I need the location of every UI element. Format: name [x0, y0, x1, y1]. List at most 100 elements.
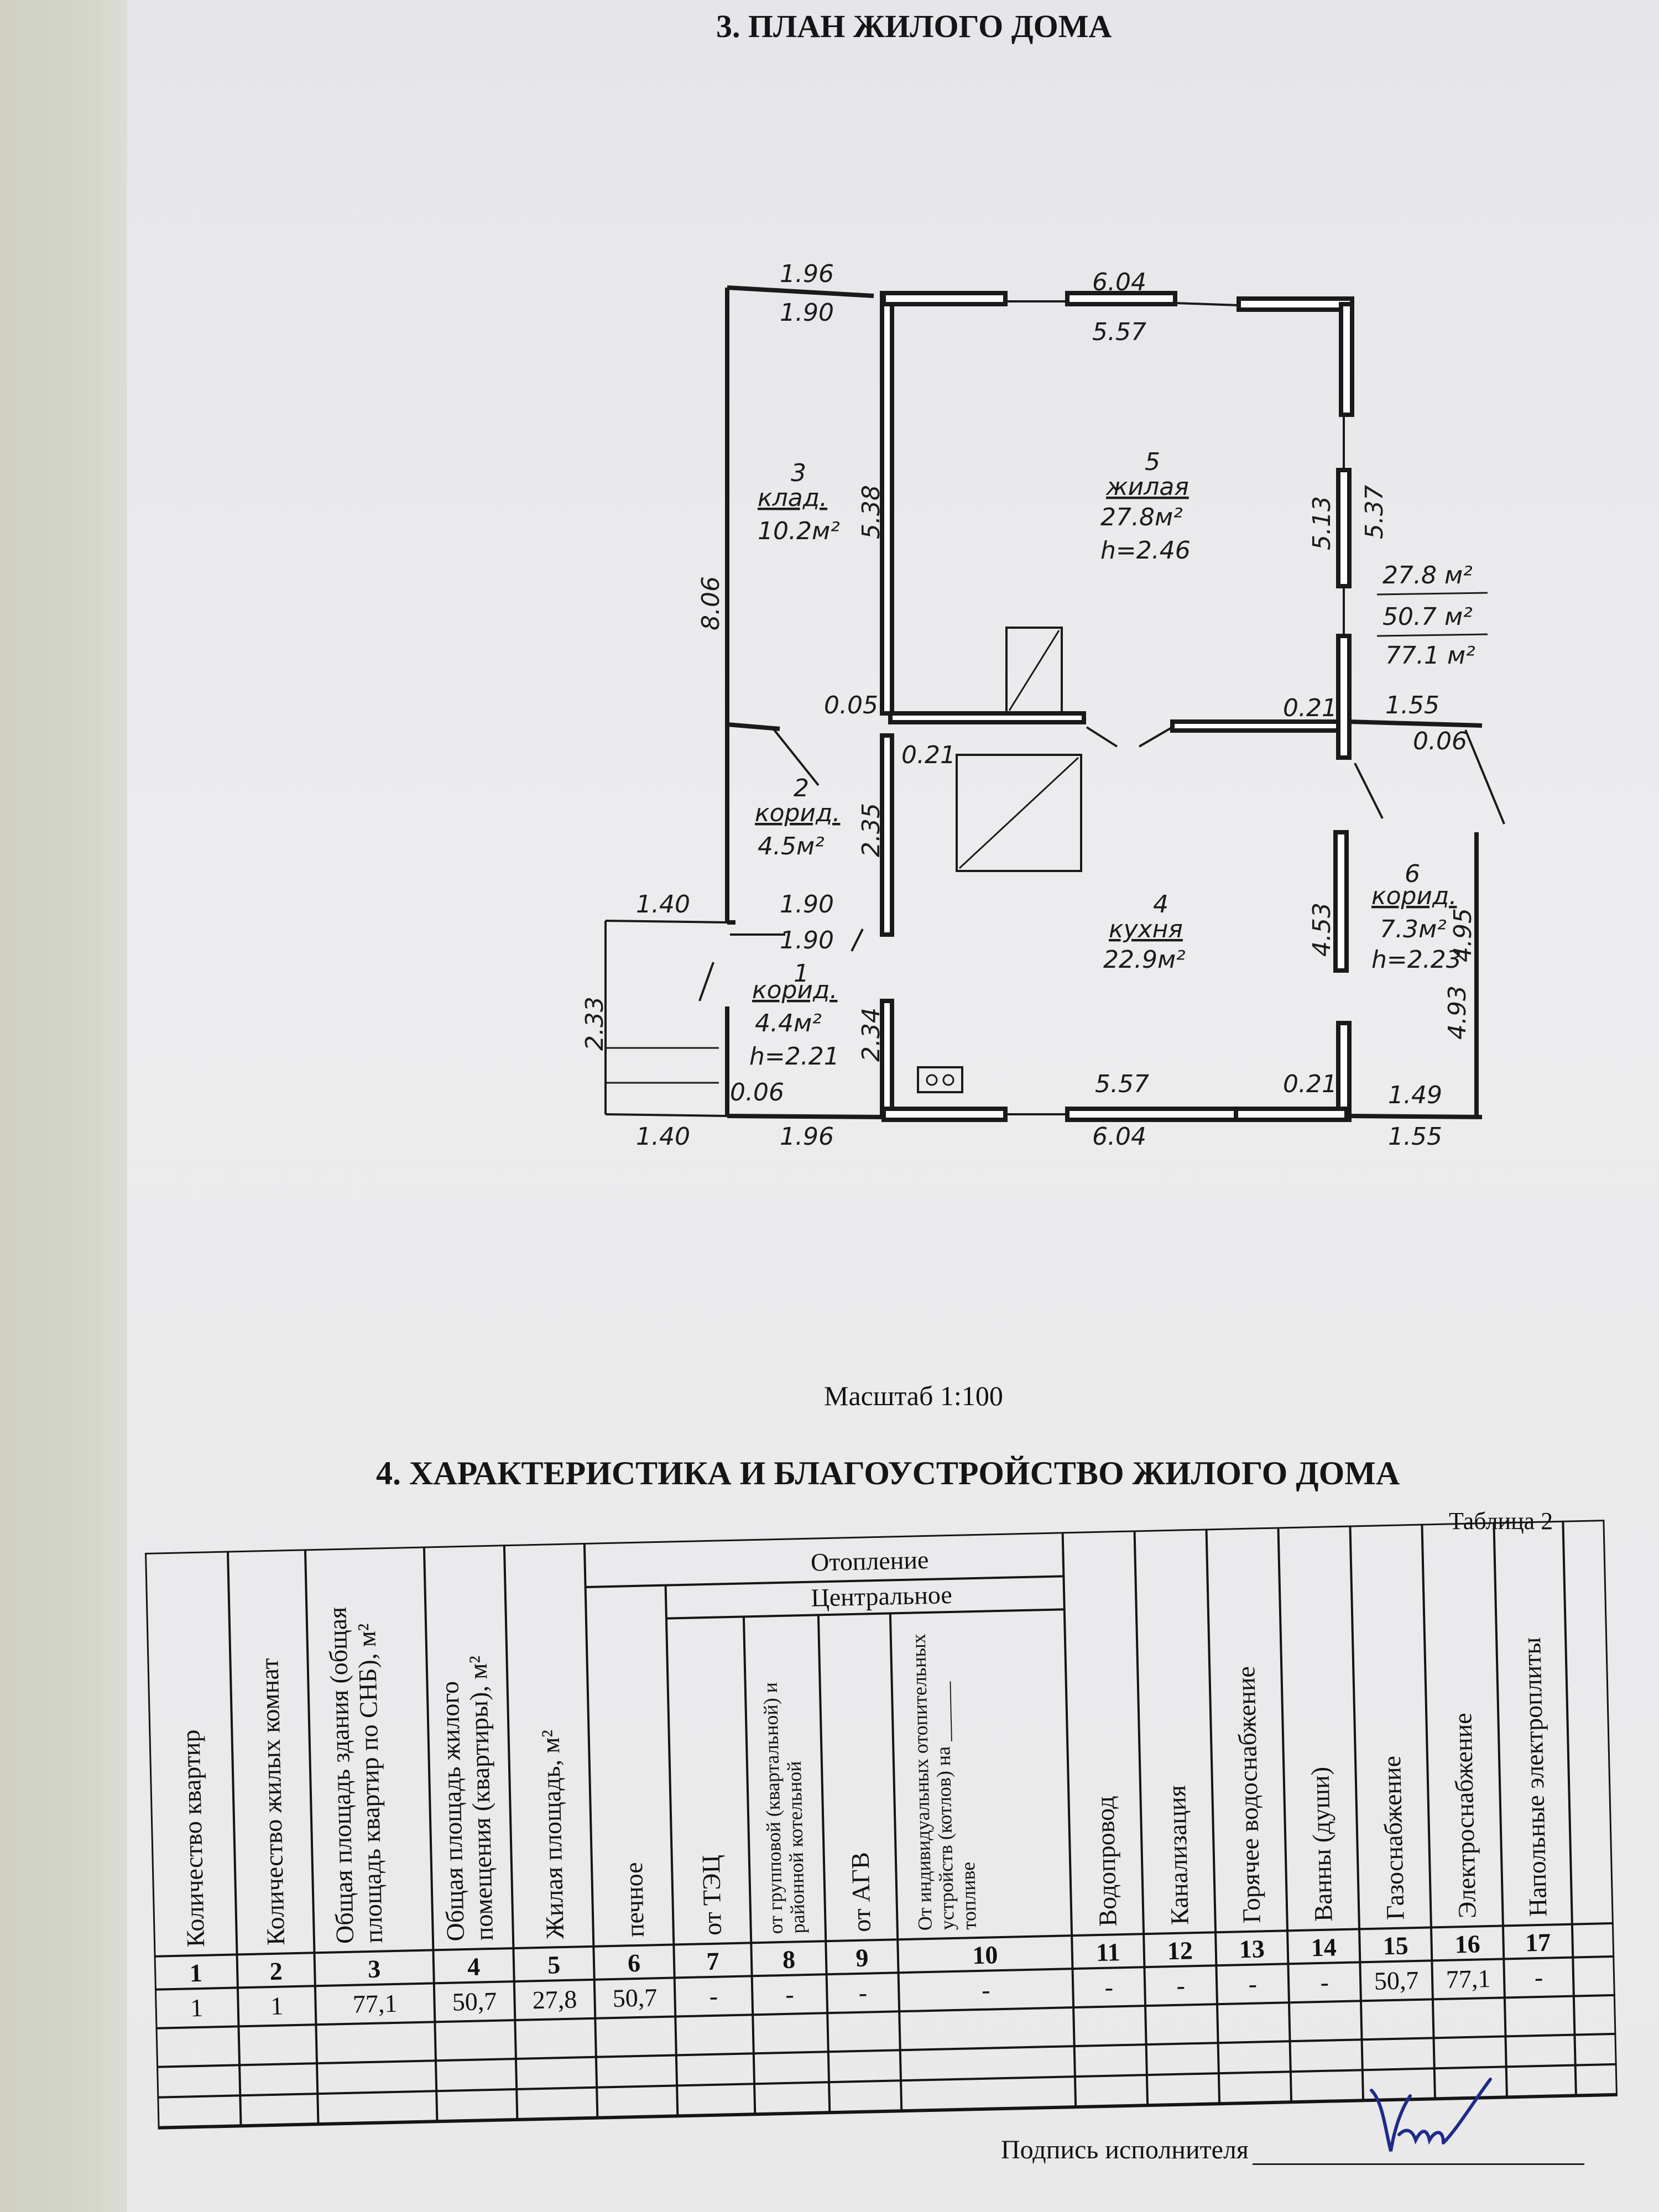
- row1-col-1: 1: [190, 1993, 204, 2022]
- row1-col-7: -: [709, 1981, 718, 2011]
- colnum-2: 2: [269, 1957, 283, 1986]
- header-col-7: от ТЭЦ: [696, 1854, 727, 1936]
- room-6-area: 7.3м²: [1380, 915, 1447, 943]
- room-3-area: 10.2м²: [758, 517, 840, 545]
- plan-walls: [604, 285, 1505, 1122]
- colnum-11: 11: [1095, 1938, 1121, 1967]
- dim-corridor6-bottom-inner: 1.49: [1388, 1081, 1442, 1109]
- dim-right-inner: 5.13: [1308, 496, 1336, 550]
- dim-top-left-inner: 1.90: [780, 299, 834, 327]
- summary-total-dwelling: 50.7 м²: [1383, 603, 1473, 631]
- dim-top-inner: 5.57: [1092, 318, 1146, 346]
- row1-col-3: 77,1: [352, 1989, 398, 2018]
- colnum-6: 6: [627, 1948, 641, 1978]
- room-2-area: 4.5м²: [758, 832, 825, 860]
- dim-corridor6-006: 0.06: [1413, 727, 1467, 755]
- colnum-14: 14: [1311, 1933, 1337, 1962]
- header-col-8: от групповой (квартальной) и районной ко…: [759, 1682, 809, 1934]
- room-1-height: h=2.21: [749, 1042, 839, 1071]
- floor-plan: 3 клад. 10.2м² 5 жилая 27.8м² h=2.46 2 к…: [581, 260, 1505, 1151]
- signature-label: Подпись исполнителя: [1001, 2135, 1249, 2164]
- row1-col-11: -: [1104, 1973, 1114, 2001]
- dim-corridor6-top: 1.55: [1385, 691, 1439, 719]
- dim-porch-top: 1.40: [636, 890, 690, 919]
- row1-col-16: 77,1: [1446, 1964, 1491, 1994]
- row1-col-13: -: [1248, 1969, 1258, 1998]
- dim-corridor1-006: 0.06: [730, 1078, 784, 1107]
- dim-wall-021-right: 0.21: [1283, 694, 1337, 722]
- summary-total-building: 77.1 м²: [1385, 641, 1475, 670]
- group-heating: Отопление: [810, 1545, 929, 1577]
- colnum-10: 10: [972, 1940, 998, 1970]
- dim-corridor1-height: 2.34: [857, 1008, 885, 1062]
- row1-col-5: 27,8: [532, 1985, 577, 2015]
- dim-top-outer: 6.04: [1092, 268, 1146, 296]
- section-3-title: 3. ПЛАН ЖИЛОГО ДОМА: [716, 8, 1112, 44]
- room-1-number: 1: [794, 959, 809, 988]
- room-4-area: 22.9м²: [1103, 946, 1186, 974]
- header-col-5: Жилая площадь, м²: [536, 1729, 570, 1939]
- room-6-height: h=2.23: [1371, 946, 1462, 974]
- header-col-11: Водопровод: [1091, 1796, 1122, 1927]
- dim-corridor6-bottom-outer: 1.55: [1388, 1123, 1442, 1151]
- row1-col-15: 50,7: [1374, 1965, 1419, 1995]
- room-5-name: жилая: [1105, 473, 1189, 501]
- row1-col-9: -: [858, 1978, 868, 2007]
- header-col-14: Ванны (души): [1306, 1766, 1338, 1922]
- header-col-3: Общая площадь здания (общая площадь квар…: [323, 1606, 388, 1944]
- row1-col-14: -: [1319, 1968, 1329, 1996]
- room-5-number: 5: [1145, 448, 1160, 476]
- header-col-13: Горячее водоснабжение: [1232, 1666, 1266, 1924]
- room-5-area: 27.8м²: [1100, 503, 1183, 531]
- dim-corridor6-outer: 4.95: [1449, 908, 1477, 962]
- header-col-10: От индивидуальных отопительных устройств…: [907, 1633, 980, 1931]
- room-1-name: корид.: [752, 976, 837, 1004]
- dim-bottom-021: 0.21: [1283, 1070, 1337, 1098]
- dimension-labels: 1.96 1.90 6.04 5.57 5.38 8.06 5.13 5.37 …: [581, 260, 1477, 1151]
- colnum-3: 3: [367, 1954, 381, 1984]
- room-6-name: корид.: [1371, 882, 1457, 910]
- dim-porch-height: 2.33: [581, 997, 609, 1051]
- header-col-9: от АГВ: [846, 1851, 876, 1933]
- colnum-9: 9: [855, 1943, 869, 1973]
- room-1-area: 4.4м²: [755, 1009, 822, 1037]
- colnum-5: 5: [547, 1950, 561, 1979]
- dim-bottom-left: 1.96: [780, 1123, 834, 1151]
- dim-wall-021-left: 0.21: [901, 741, 956, 769]
- room-5-height: h=2.46: [1100, 536, 1191, 565]
- dim-storage-height: 5.38: [857, 485, 885, 539]
- header-col-4: Общая площадь жилого помещения (квартиры…: [435, 1655, 499, 1942]
- room-3-name: клад.: [758, 484, 827, 512]
- row1-col-2: 1: [270, 1991, 284, 2021]
- group-central: Центральное: [810, 1580, 953, 1612]
- dim-right-outer: 5.37: [1360, 485, 1389, 539]
- row1-col-4: 50,7: [452, 1986, 497, 2016]
- colnum-15: 15: [1383, 1931, 1409, 1960]
- room-2-name: корид.: [755, 799, 840, 827]
- header-col-6: печное: [619, 1861, 649, 1938]
- dim-corridor1-width: 1.90: [780, 926, 834, 954]
- dim-top-left-outer: 1.96: [780, 260, 834, 288]
- dim-left-total: 8.06: [697, 576, 725, 630]
- characteristics-table: Отопление Центральное Количество квартир…: [145, 1520, 1618, 2133]
- dim-corridor2-height: 2.35: [857, 803, 885, 857]
- row1-col-17: -: [1534, 1963, 1543, 1992]
- header-col-15: Газоснабжение: [1377, 1755, 1410, 1921]
- table-grid: [145, 1520, 1618, 2130]
- room-4-number: 4: [1153, 890, 1168, 919]
- room-6-number: 6: [1405, 860, 1420, 888]
- dim-corridor6-inner: 4.93: [1443, 985, 1472, 1040]
- colnum-7: 7: [706, 1947, 720, 1976]
- row1-col-8: -: [785, 1980, 795, 2008]
- room-labels: 3 клад. 10.2м² 5 жилая 27.8м² h=2.46 2 к…: [749, 448, 1488, 1071]
- dim-bottom-inner: 5.57: [1095, 1070, 1149, 1098]
- room-3-number: 3: [791, 459, 806, 487]
- row1-col-6: 50,7: [612, 1983, 658, 2013]
- scale-label: Масштаб 1:100: [824, 1380, 1003, 1411]
- header-col-16: Электроснабжение: [1448, 1712, 1481, 1919]
- colnum-1: 1: [189, 1958, 203, 1987]
- colnum-13: 13: [1239, 1934, 1265, 1964]
- dim-kitchen-right: 4.53: [1308, 902, 1336, 957]
- room-4-name: кухня: [1109, 915, 1183, 943]
- header-col-12: Канализация: [1162, 1785, 1194, 1926]
